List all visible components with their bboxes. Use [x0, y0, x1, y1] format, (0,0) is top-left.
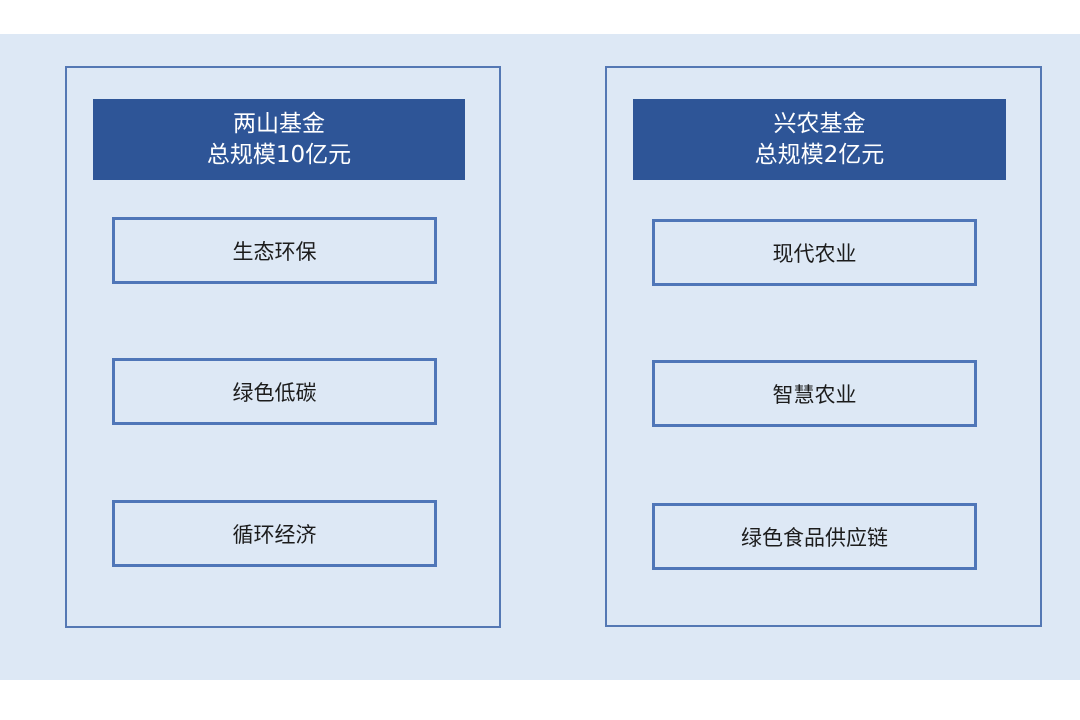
fund-scale: 总规模10亿元 — [206, 141, 352, 168]
fund-header: 兴农基金 总规模2亿元 — [633, 99, 1006, 180]
fund-item: 智慧农业 — [652, 360, 977, 427]
fund-name: 兴农基金 — [773, 110, 866, 137]
fund-item: 生态环保 — [112, 217, 437, 284]
fund-header: 两山基金 总规模10亿元 — [93, 99, 465, 180]
fund-name: 两山基金 — [233, 110, 325, 137]
fund-box-liangshan: 两山基金 总规模10亿元 生态环保 绿色低碳 循环经济 — [65, 66, 501, 628]
fund-scale: 总规模2亿元 — [754, 141, 885, 168]
fund-item: 循环经济 — [112, 500, 437, 567]
fund-item: 现代农业 — [652, 219, 977, 286]
fund-item: 绿色低碳 — [112, 358, 437, 425]
fund-item: 绿色食品供应链 — [652, 503, 977, 570]
fund-box-xingnong: 兴农基金 总规模2亿元 现代农业 智慧农业 绿色食品供应链 — [605, 66, 1042, 627]
